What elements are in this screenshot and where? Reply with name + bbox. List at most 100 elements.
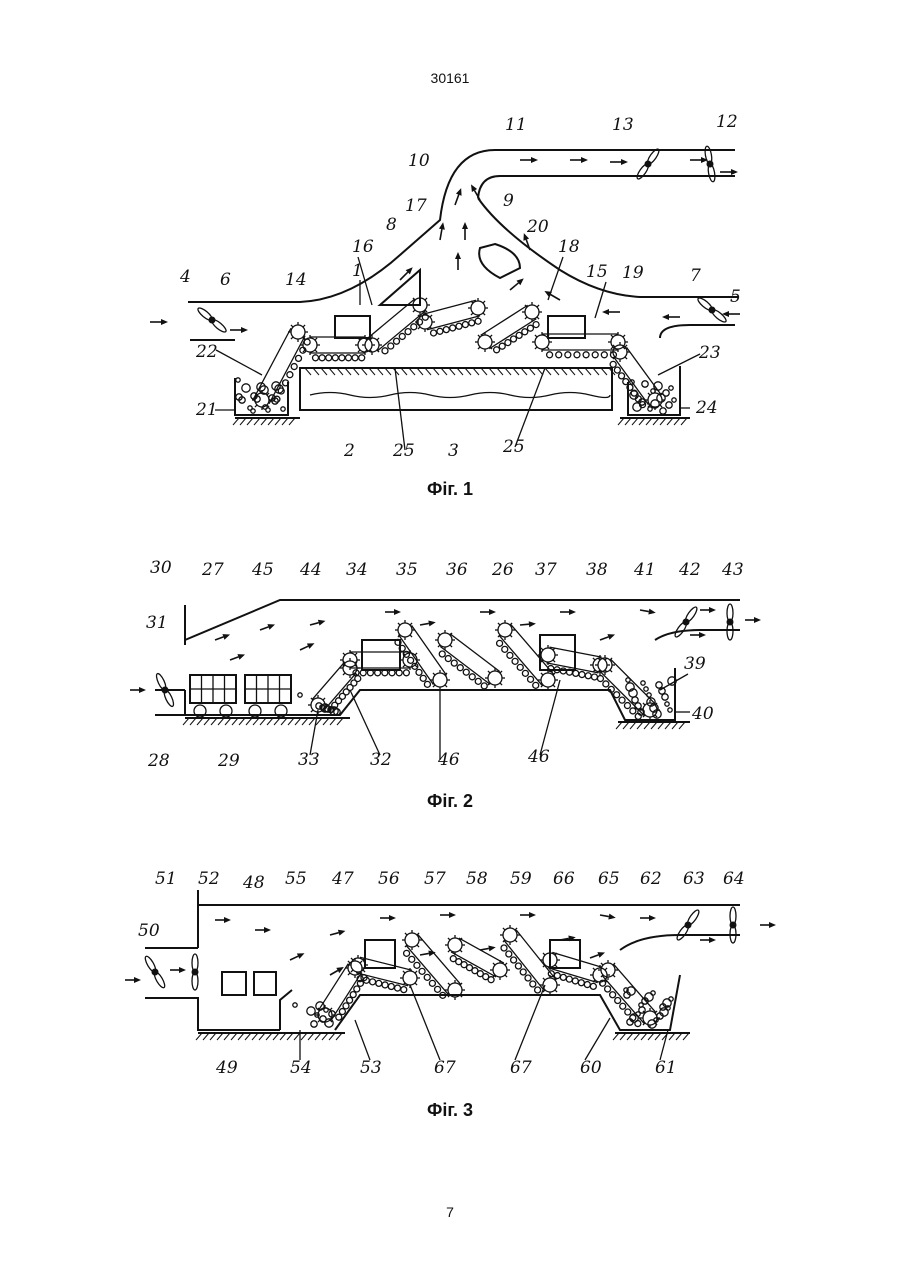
airflow-arrow-head xyxy=(264,927,271,933)
ground-hatch xyxy=(308,1033,314,1040)
leader-line xyxy=(515,985,545,1060)
material-lump xyxy=(666,402,672,408)
material-lump xyxy=(405,329,411,335)
callout-52: 52 xyxy=(198,869,220,889)
drive-box xyxy=(335,316,370,338)
material-lump xyxy=(619,697,625,703)
material-lump xyxy=(590,983,596,989)
sprocket xyxy=(471,301,485,315)
fan-hub xyxy=(709,307,716,314)
ground-hatch xyxy=(238,1033,244,1040)
material-lump xyxy=(645,993,653,1001)
ground-hatch xyxy=(683,1033,689,1040)
material-lump xyxy=(382,982,388,988)
fan-hub xyxy=(209,317,216,324)
airflow-arrow-head xyxy=(649,915,656,921)
callout-15: 15 xyxy=(586,262,608,282)
material-lump xyxy=(494,347,500,353)
ground-hatch xyxy=(336,1033,342,1040)
callout-43: 43 xyxy=(721,560,744,580)
ground-hatch xyxy=(246,718,252,725)
sprocket-tooth xyxy=(358,350,360,352)
airflow-arrow xyxy=(550,295,560,301)
floor-hatch xyxy=(321,368,327,375)
sprocket-tooth xyxy=(505,963,507,965)
material-lump xyxy=(506,951,512,957)
sprocket xyxy=(405,933,419,947)
material-lump xyxy=(502,646,508,652)
conveyor-belt xyxy=(542,334,618,350)
leader-line xyxy=(350,690,380,755)
sprocket xyxy=(535,335,549,349)
callout-33: 33 xyxy=(298,750,320,770)
ground-hatch xyxy=(627,1033,633,1040)
ground-hatch xyxy=(630,722,636,729)
ground-hatch xyxy=(294,1033,300,1040)
callout-57: 57 xyxy=(424,869,446,889)
ground-hatch xyxy=(295,718,301,725)
fan-hub xyxy=(192,969,199,976)
airflow-arrow-head xyxy=(428,620,435,626)
airflow-arrow xyxy=(290,956,298,960)
material-lump xyxy=(404,950,410,956)
material-lump xyxy=(574,352,580,358)
material-lump xyxy=(445,656,451,662)
floor-hatch xyxy=(385,368,391,375)
material-lump xyxy=(382,348,388,354)
sprocket xyxy=(291,325,305,339)
floor-hatch xyxy=(305,368,311,375)
floor-hatch xyxy=(593,368,599,375)
callout-36: 36 xyxy=(446,560,468,580)
sprocket xyxy=(541,648,555,662)
material-lump xyxy=(535,987,541,993)
floor-hatch xyxy=(521,368,527,375)
material-lump xyxy=(641,681,645,685)
material-lump xyxy=(462,322,468,328)
material-lump xyxy=(614,367,620,373)
sprocket-tooth xyxy=(323,698,325,700)
ground-hatch xyxy=(259,1033,265,1040)
sprocket-tooth xyxy=(450,645,452,647)
callout-49: 49 xyxy=(215,1058,238,1078)
sprocket-tooth xyxy=(493,963,495,965)
material-lump xyxy=(660,408,666,414)
floor-hatch xyxy=(529,368,535,375)
floor-hatch xyxy=(329,368,335,375)
airflow-arrow-head xyxy=(607,634,615,640)
fan-hub xyxy=(730,922,737,929)
material-lump xyxy=(644,687,648,691)
sprocket-tooth xyxy=(363,970,365,972)
airflow-arrow-head xyxy=(602,309,609,315)
ground-hatch xyxy=(623,722,629,729)
airflow-arrow-head xyxy=(139,687,146,693)
airflow-arrow xyxy=(520,624,529,625)
figure-3-diagram: 47 48 49 50 51 52 53 54 55 56 57 58 59 6… xyxy=(0,862,900,1082)
ground-hatch xyxy=(618,418,624,425)
material-lump xyxy=(326,355,332,361)
sprocket xyxy=(403,653,417,667)
callout-13: 13 xyxy=(612,115,634,135)
callout-18: 18 xyxy=(558,237,580,257)
material-lump xyxy=(573,670,579,676)
sprocket-tooth xyxy=(311,710,313,712)
floor-hatch xyxy=(545,368,551,375)
material-lump xyxy=(642,381,648,387)
airflow-arrow xyxy=(230,657,238,660)
sprocket-tooth xyxy=(291,337,293,339)
material-lump xyxy=(248,406,252,410)
fan-hub xyxy=(152,969,159,976)
callout-60: 60 xyxy=(580,1058,602,1078)
material-lump xyxy=(591,674,597,680)
ground-hatch xyxy=(644,722,650,729)
callout-14: 14 xyxy=(285,270,307,290)
floor-hatch xyxy=(585,368,591,375)
sprocket-tooth xyxy=(490,335,492,337)
sprocket-tooth xyxy=(525,317,527,319)
ground-hatch xyxy=(247,418,253,425)
sprocket-tooth xyxy=(543,953,545,955)
material-lump xyxy=(625,1009,631,1015)
callout-30: 30 xyxy=(150,558,172,578)
ground-hatch xyxy=(183,718,189,725)
ground-hatch xyxy=(616,722,622,729)
floor-hatch xyxy=(553,368,559,375)
